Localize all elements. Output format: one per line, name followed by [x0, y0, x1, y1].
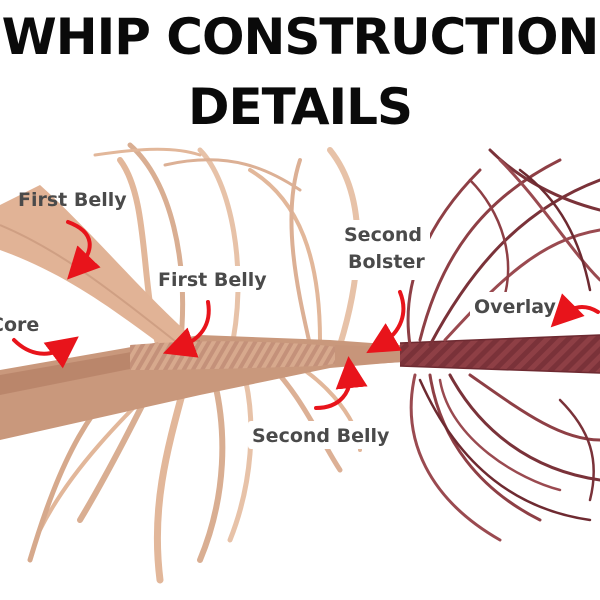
arrow-second-belly [314, 356, 368, 410]
pointer-arrows [12, 220, 600, 410]
bolster-section [335, 345, 405, 366]
overlay-label: Overlay [474, 296, 557, 318]
label-second-belly: Second Belly [248, 421, 396, 449]
label-overlay: Overlay [470, 292, 560, 320]
second-bolster-label-line2: Bolster [348, 251, 425, 273]
page-title-line2: DETAILS [187, 78, 413, 136]
core-label: Core [0, 314, 39, 336]
second-bolster-label-line1: Second [344, 224, 422, 246]
first-belly-top-label: First Belly [18, 189, 127, 211]
arrow-core [12, 336, 79, 369]
label-first-belly-mid: First Belly [154, 266, 268, 292]
overlay-loose-strands [406, 148, 600, 542]
arrow-first-belly-top [66, 220, 101, 280]
overlay-section [399, 334, 600, 374]
label-first-belly-top: First Belly [18, 189, 127, 211]
page-title-line1: WHIP CONSTRUCTION [1, 8, 600, 66]
arrow-second-bolster [366, 290, 406, 354]
second-belly-label: Second Belly [252, 425, 390, 447]
label-core: Core [0, 311, 48, 337]
first-belly-mid-label: First Belly [158, 269, 267, 291]
arrow-first-belly-mid [162, 300, 211, 358]
braided-belly [130, 341, 345, 370]
whip-diagram: First Belly First Belly Core Second Bols… [0, 142, 600, 584]
arrow-overlay [550, 293, 600, 328]
label-second-bolster: Second Bolster [340, 220, 430, 280]
